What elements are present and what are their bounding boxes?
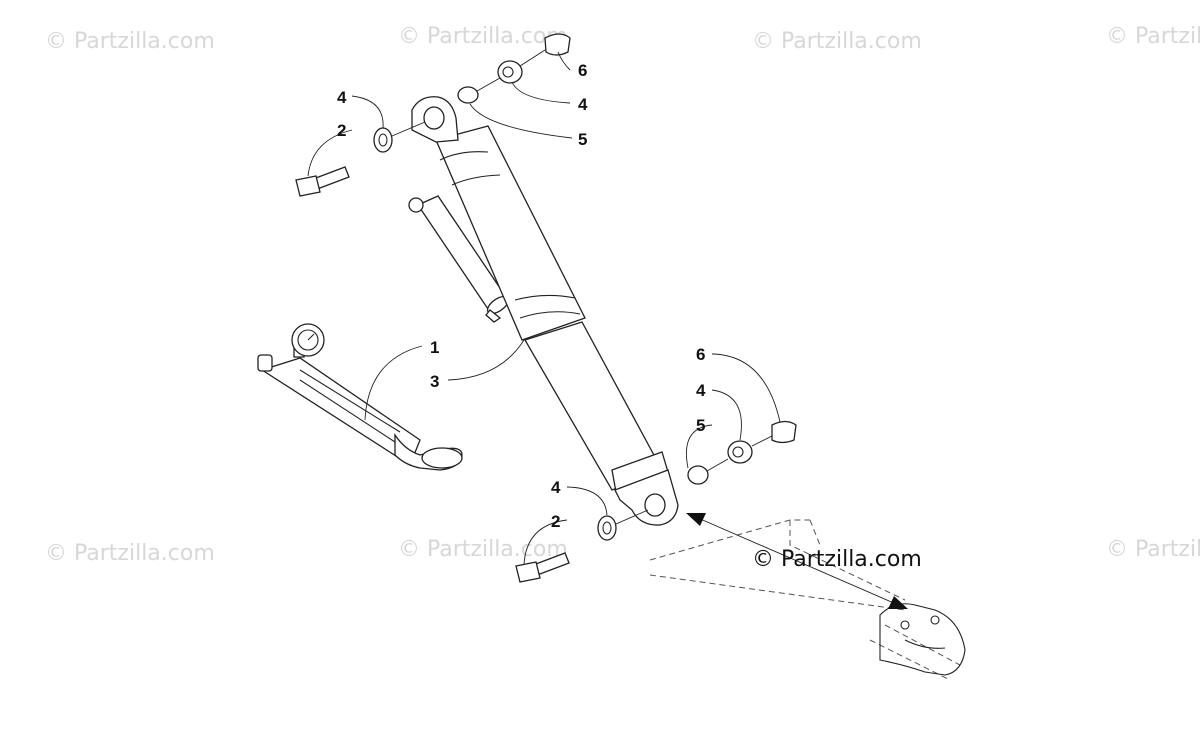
callout-label-3: 3 [430, 372, 439, 391]
callout-bottom-4-right: 4 [696, 381, 706, 400]
watermark-top-center: © Partzilla.com [398, 24, 568, 49]
a-arm-outline [649, 519, 966, 681]
callout-bottom-6: 6 [696, 345, 705, 364]
callout-bottom-5: 5 [696, 416, 705, 435]
leader-lines [307, 51, 781, 566]
watermark-top-left: © Partzilla.com [45, 29, 215, 54]
callout-top-4-right: 4 [578, 95, 588, 114]
callout-numbers: 6 4 5 4 2 1 3 6 4 5 4 2 [337, 61, 706, 531]
top-hardware [295, 33, 571, 197]
callout-label-1: 1 [430, 338, 439, 357]
watermark-bottom-edge: © Partzilla.com [1106, 537, 1200, 562]
callout-top-5: 5 [578, 130, 587, 149]
callout-bottom-4-left: 4 [551, 478, 561, 497]
callout-bottom-2: 2 [551, 512, 560, 531]
shock-pump [257, 323, 463, 471]
shock-absorber [408, 96, 679, 526]
watermark-bottom-left: © Partzilla.com [45, 541, 215, 566]
bottom-hardware [515, 420, 797, 583]
watermarks: © Partzilla.com © Partzilla.com © Partzi… [45, 24, 1200, 566]
watermark-top-right: © Partzilla.com [752, 29, 922, 54]
callout-top-4-left: 4 [337, 88, 347, 107]
watermark-top-edge: © Partzilla.com [1106, 24, 1200, 49]
callout-top-2: 2 [337, 121, 346, 140]
partzilla-credit: © Partzilla.com [752, 547, 922, 572]
watermark-bottom-center: © Partzilla.com [398, 537, 568, 562]
callout-top-6: 6 [578, 61, 587, 80]
mounting-arrow [686, 513, 908, 609]
